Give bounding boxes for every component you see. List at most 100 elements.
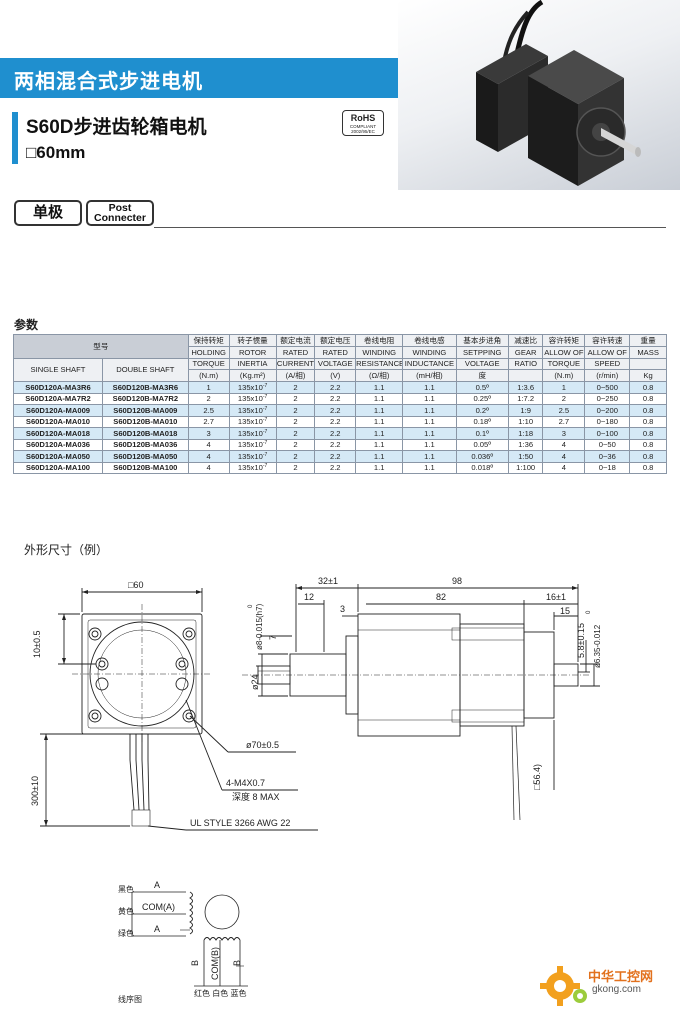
table-cell: 2	[275, 404, 316, 417]
col-cn-8: 容许转矩	[542, 334, 586, 347]
table-cell: S60D120A-MA7R2	[13, 392, 103, 405]
col-unit-8: TORQUE	[542, 357, 586, 370]
col-u2-0: (N.m)	[187, 369, 230, 382]
wire-colors-bottom: 红色 白色 蓝色	[194, 988, 246, 998]
screw-depth: 深度 8 MAX	[232, 791, 280, 802]
table-cell: 0~18	[584, 461, 631, 474]
table-cell: 1.1	[355, 392, 404, 405]
table-cell: 0.05º	[455, 438, 509, 451]
table-cell: 1:3.6	[507, 381, 544, 394]
gear-icon	[540, 966, 587, 1006]
table-cell: 4	[187, 450, 230, 463]
dim-phi-6-35: ø6.35-0.012	[593, 624, 602, 668]
dim-10: 10±0.5	[32, 631, 42, 658]
col-u2-3: (V)	[314, 369, 357, 382]
table-cell: 1.1	[355, 438, 404, 451]
inertia-cell: 135x10-7	[228, 438, 277, 451]
table-cell: 1:9	[507, 404, 544, 417]
table-cell: 2.2	[314, 438, 357, 451]
col-unit-7: RATIO	[507, 357, 544, 370]
inertia-base: 135x10	[237, 394, 263, 404]
table-cell: S60D120A-MA3R6	[13, 381, 103, 394]
table-cell: 1.1	[402, 438, 457, 451]
dim-16: 16±1	[546, 592, 566, 602]
category-title: 两相混合式步进电机	[14, 71, 203, 93]
table-cell: 1.1	[355, 461, 404, 474]
table-cell: 0.018º	[455, 461, 509, 474]
table-cell: 0.1º	[455, 427, 509, 440]
gkong-watermark	[540, 966, 587, 1006]
table-cell: S60D120B-MA036	[101, 438, 189, 451]
table-cell: 1	[187, 381, 230, 394]
col-u2-10: Kg	[629, 369, 667, 382]
col-en-6: SETPPING	[455, 346, 509, 359]
table-cell: 0~36	[584, 450, 631, 463]
dim-phi-8: ø8-0.015(h7)	[255, 603, 264, 650]
table-cell: 2.2	[314, 392, 357, 405]
post-connecter-line2: Connecter	[94, 212, 146, 224]
screw-spec: 4-M4X0.7	[226, 778, 265, 788]
product-photo-background	[398, 0, 680, 190]
table-cell: S60D120A-MA036	[13, 438, 103, 451]
col-unit-9: SPEED	[584, 357, 631, 370]
col-cn-0: 保持转矩	[187, 334, 230, 347]
table-cell: 2.2	[314, 381, 357, 394]
col-en-10: MASS	[629, 346, 667, 359]
table-cell: 0~50	[584, 438, 631, 451]
table-cell: 1	[542, 381, 586, 394]
inertia-cell: 135x10-7	[228, 415, 277, 428]
table-cell: S60D120B-MA050	[101, 450, 189, 463]
table-cell: 0.2º	[455, 404, 509, 417]
frame-size: □60mm	[26, 143, 85, 163]
dim-square-60: □60	[128, 580, 143, 590]
table-cell: S60D120A-MA018	[13, 427, 103, 440]
table-cell: 4	[542, 461, 586, 474]
table-cell: 1:50	[507, 450, 544, 463]
inertia-exponent: -7	[262, 440, 268, 447]
table-cell: 0~500	[584, 381, 631, 394]
table-cell: 0~250	[584, 392, 631, 405]
inertia-cell: 135x10-7	[228, 427, 277, 440]
inertia-exponent: -7	[262, 417, 268, 424]
model-title: S60D步进齿轮箱电机	[26, 117, 207, 138]
col-en-2: RATED	[275, 346, 316, 359]
terminal-b-bar: B	[232, 960, 242, 966]
table-cell: 2.5	[542, 404, 586, 417]
terminal-com-a: COM(A)	[142, 902, 175, 912]
table-cell: 1.1	[402, 392, 457, 405]
inertia-cell: 135x10-7	[228, 461, 277, 474]
dim-5-8: 5.8±0.15	[576, 623, 586, 658]
table-cell: 2.2	[314, 415, 357, 428]
col-unit-2: CURRENT	[275, 357, 316, 370]
inertia-base: 135x10	[237, 405, 263, 415]
post-connecter-line1: Post	[108, 202, 132, 214]
table-cell: 1.1	[402, 415, 457, 428]
inertia-base: 135x10	[237, 463, 263, 473]
col-en-9: ALLOW OF	[584, 346, 631, 359]
dim-phi-6-35-upper: 0	[586, 610, 592, 614]
col-u2-6: 度	[455, 369, 509, 382]
dim-32: 32±1	[318, 576, 338, 586]
divider	[154, 227, 666, 228]
dim-300: 300±10	[30, 776, 40, 806]
table-cell: 2.2	[314, 404, 357, 417]
table-cell: 1:36	[507, 438, 544, 451]
col-cn-2: 额定电流	[275, 334, 316, 347]
col-unit-4: RESISTANCE	[355, 357, 404, 370]
wire-yellow: 黄色	[118, 906, 134, 916]
table-cell: 2	[187, 392, 230, 405]
col-unit-10	[629, 357, 667, 370]
table-cell: 0.036º	[455, 450, 509, 463]
inertia-exponent: -7	[262, 463, 268, 470]
dim-phi-8-upper: 0	[248, 604, 254, 608]
table-cell: 2	[275, 438, 316, 451]
table-cell: 1.1	[402, 381, 457, 394]
col-u2-1: (Kg.m²)	[228, 369, 277, 382]
spec-table: 型号保持转矩转子惯量额定电流额定电压卷线电阻卷线电感基本步进角减速比容许转矩容许…	[13, 334, 667, 474]
col-en-0: HOLDING	[187, 346, 230, 359]
table-cell: 2.2	[314, 461, 357, 474]
